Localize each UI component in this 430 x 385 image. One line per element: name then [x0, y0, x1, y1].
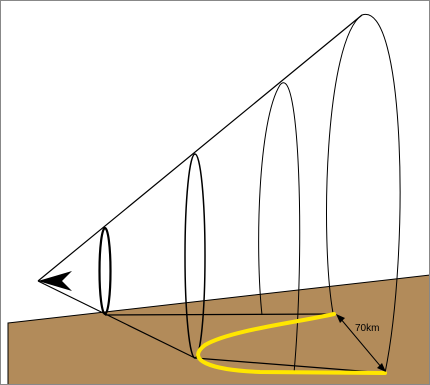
- cross-section-1: [98, 226, 112, 316]
- ground-footprint-lower-edge: [194, 357, 386, 374]
- cone-upper-edge: [37, 14, 363, 282]
- cone-lower-edge: [37, 280, 196, 359]
- ground-footprint-upper-edge: [104, 313, 335, 316]
- footprint-outline: [196, 312, 387, 375]
- distance-label: 70km: [355, 323, 379, 334]
- cross-section-4: [326, 14, 401, 374]
- distance-arrow-line: [339, 317, 383, 369]
- cross-section-3: [258, 82, 301, 374]
- beam-cross-sections: [98, 14, 401, 374]
- arrowhead-icon: [38, 271, 72, 291]
- cone-edges: [37, 14, 386, 374]
- cross-section-2: [184, 153, 206, 359]
- distance-indicator: 70km: [336, 314, 386, 372]
- ground-surface: [7, 274, 430, 385]
- distance-arrowhead-top: [336, 314, 345, 323]
- distance-arrowhead-bottom: [377, 363, 386, 372]
